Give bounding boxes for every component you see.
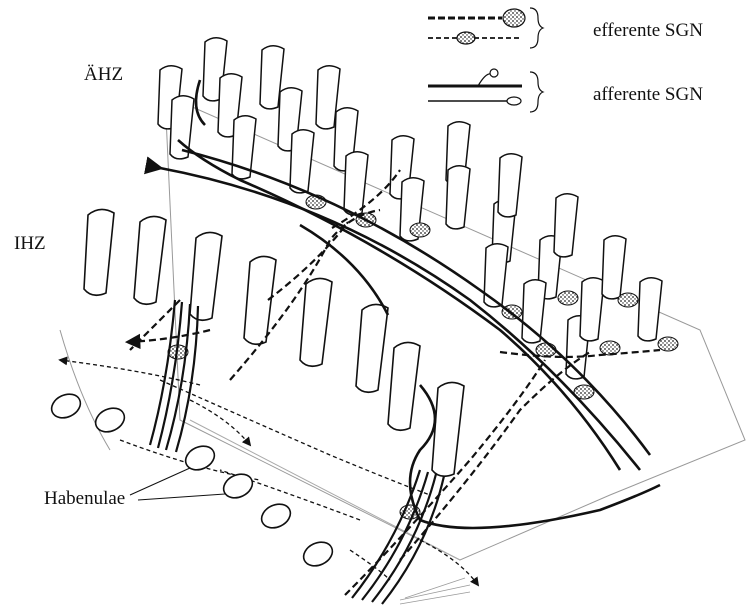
efferent-terminals <box>168 195 678 519</box>
legend-afferent-label: afferente SGN <box>593 84 703 106</box>
label-outer-hair-cells: ÄHZ <box>84 64 123 86</box>
fine-fibers <box>400 578 470 604</box>
legend-afferent-symbol <box>428 69 543 112</box>
legend <box>428 8 543 112</box>
habenulae-openings <box>48 390 336 571</box>
legend-efferent-symbol <box>428 8 543 48</box>
legend-efferent-label: efferente SGN <box>593 20 703 42</box>
inner-hair-cells <box>84 209 464 476</box>
outer-hair-cells <box>158 38 662 379</box>
label-inner-hair-cells: IHZ <box>14 233 46 255</box>
habenulae-leader-lines <box>130 468 225 500</box>
label-habenulae: Habenulae <box>44 488 125 510</box>
